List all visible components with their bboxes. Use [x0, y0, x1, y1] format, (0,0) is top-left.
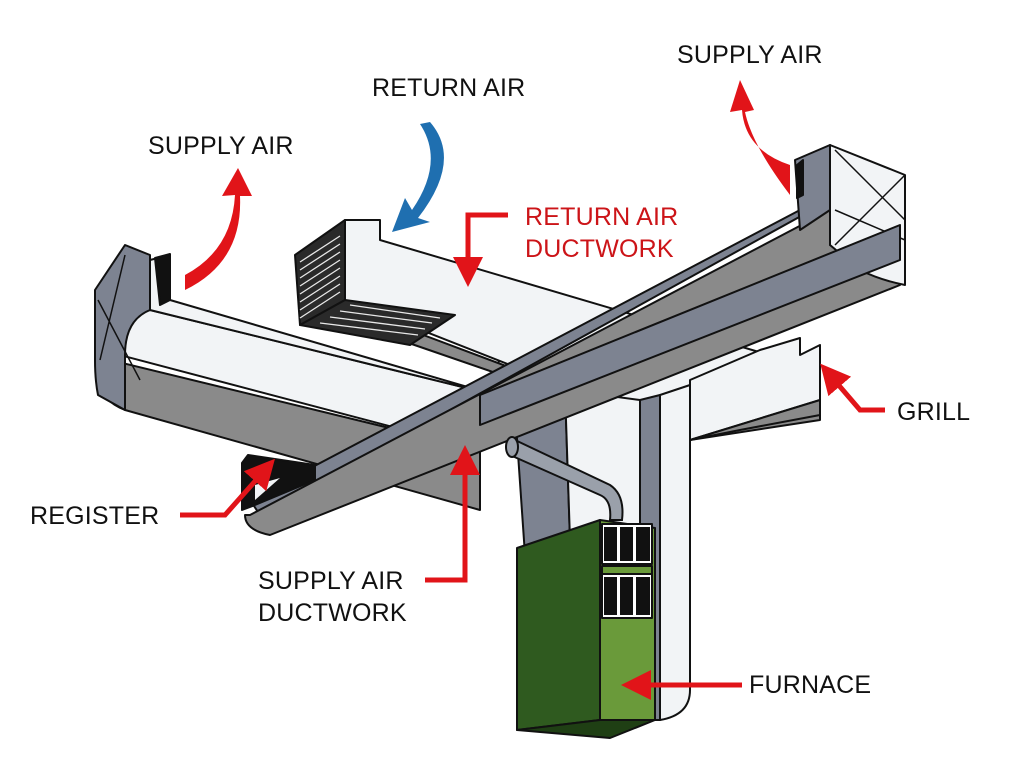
- return-air-grille: [299, 235, 441, 336]
- flue-pipe: [505, 436, 624, 521]
- supply-trunk-crossing: [479, 224, 901, 426]
- label-supply-air-left: SUPPLY AIR: [148, 132, 294, 160]
- pointer-return-ductwork: [453, 212, 508, 287]
- label-return-air-ductwork-line2: DUCTWORK: [525, 235, 674, 263]
- label-supply-air-ductwork-line1: SUPPLY AIR: [258, 567, 404, 595]
- label-supply-air-ductwork-line2: DUCTWORK: [258, 599, 407, 627]
- pointer-grill: [820, 363, 885, 413]
- label-supply-air-right: SUPPLY AIR: [677, 41, 823, 69]
- label-furnace: FURNACE: [749, 671, 872, 699]
- label-grill: GRILL: [897, 398, 971, 426]
- furnace: [516, 519, 656, 739]
- pointer-register: [180, 458, 275, 518]
- supply-air-arrow-right: [730, 80, 790, 195]
- return-air-arrow: [392, 122, 444, 232]
- pointer-arrows: [180, 212, 885, 700]
- label-return-air-ductwork-line1: RETURN AIR: [525, 203, 679, 231]
- supply-air-arrow-left: [185, 168, 252, 290]
- label-return-air: RETURN AIR: [372, 74, 526, 102]
- label-register: REGISTER: [30, 502, 160, 530]
- pointer-supply-ductwork: [425, 445, 480, 583]
